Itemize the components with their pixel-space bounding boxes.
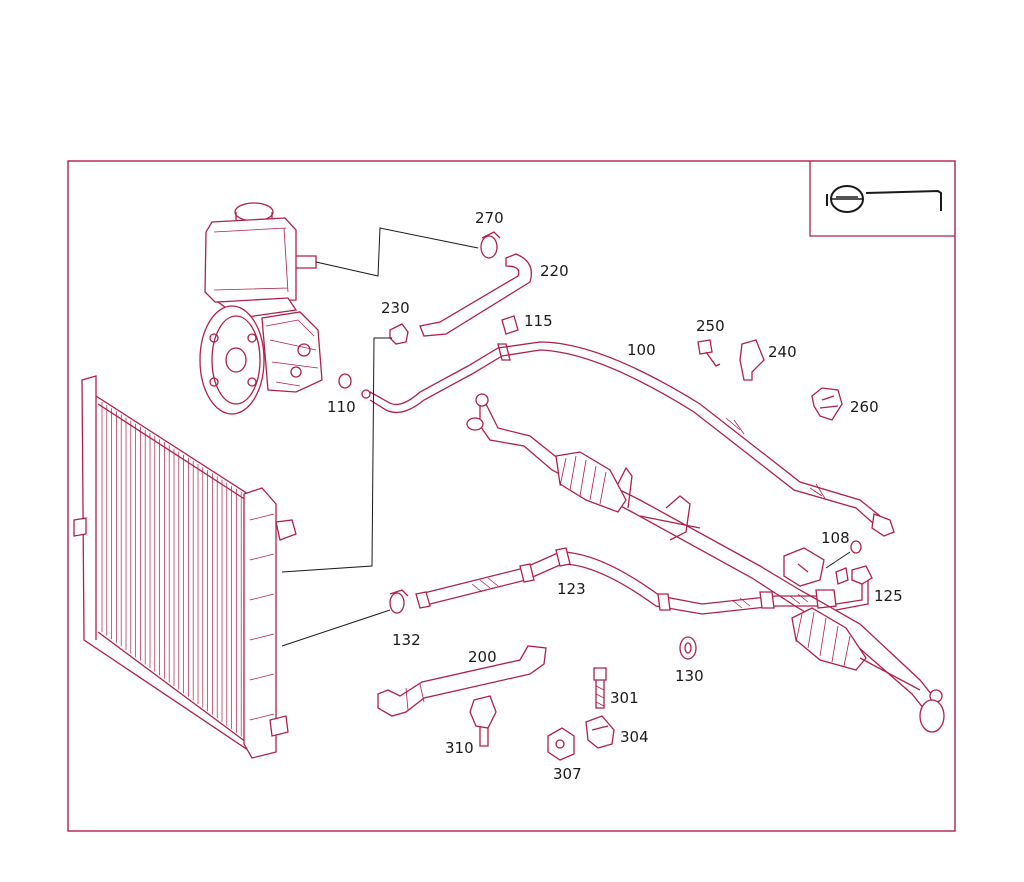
part-label-307: 307 [553,765,582,783]
part-label-230: 230 [381,299,410,317]
part-label-240: 240 [768,343,797,361]
part-label-200: 200 [468,648,497,666]
part-123-return-line [415,547,837,615]
part-label-250: 250 [696,317,725,335]
part-115-bush [501,315,519,335]
part-label-110: 110 [327,398,356,416]
part-label-100: 100 [627,341,656,359]
part-label-132: 132 [392,631,421,649]
part-304-clip [585,715,615,749]
part-200-hose [377,645,547,717]
power-steering-pump [199,202,323,415]
part-labels: 270 220 230 115 110 100 250 240 260 108 … [327,209,903,783]
part-label-115: 115 [524,312,553,330]
part-132-clamp [389,589,409,614]
part-301-bolt [593,667,607,709]
part-label-123: 123 [557,580,586,598]
diagram-frame [67,160,956,832]
part-220-hose [419,253,533,337]
part-307-mount [547,727,575,761]
steering-gear-rack [466,393,945,733]
part-label-130: 130 [675,667,704,685]
part-label-301: 301 [610,689,639,707]
part-label-125: 125 [874,587,903,605]
part-230-clamp [389,323,409,345]
part-250-bolt [697,339,721,367]
part-label-310: 310 [445,739,474,757]
part-125-fitting [835,565,873,611]
steering-wheel-icon [809,161,955,237]
part-240-bracket [739,339,765,381]
part-260-clip [811,387,843,421]
part-110-seal [338,373,352,389]
part-310-sensor [469,695,497,747]
part-label-220: 220 [540,262,569,280]
radiator-fins [101,402,242,737]
radiator-cooler [73,375,297,759]
part-108-seal [850,540,862,554]
part-label-260: 260 [850,398,879,416]
part-label-304: 304 [620,728,649,746]
part-100-pressure-line [361,341,895,537]
part-270-clamp [480,231,501,259]
part-130-grommet [679,636,697,660]
part-label-108: 108 [821,529,850,547]
part-label-270: 270 [475,209,504,227]
